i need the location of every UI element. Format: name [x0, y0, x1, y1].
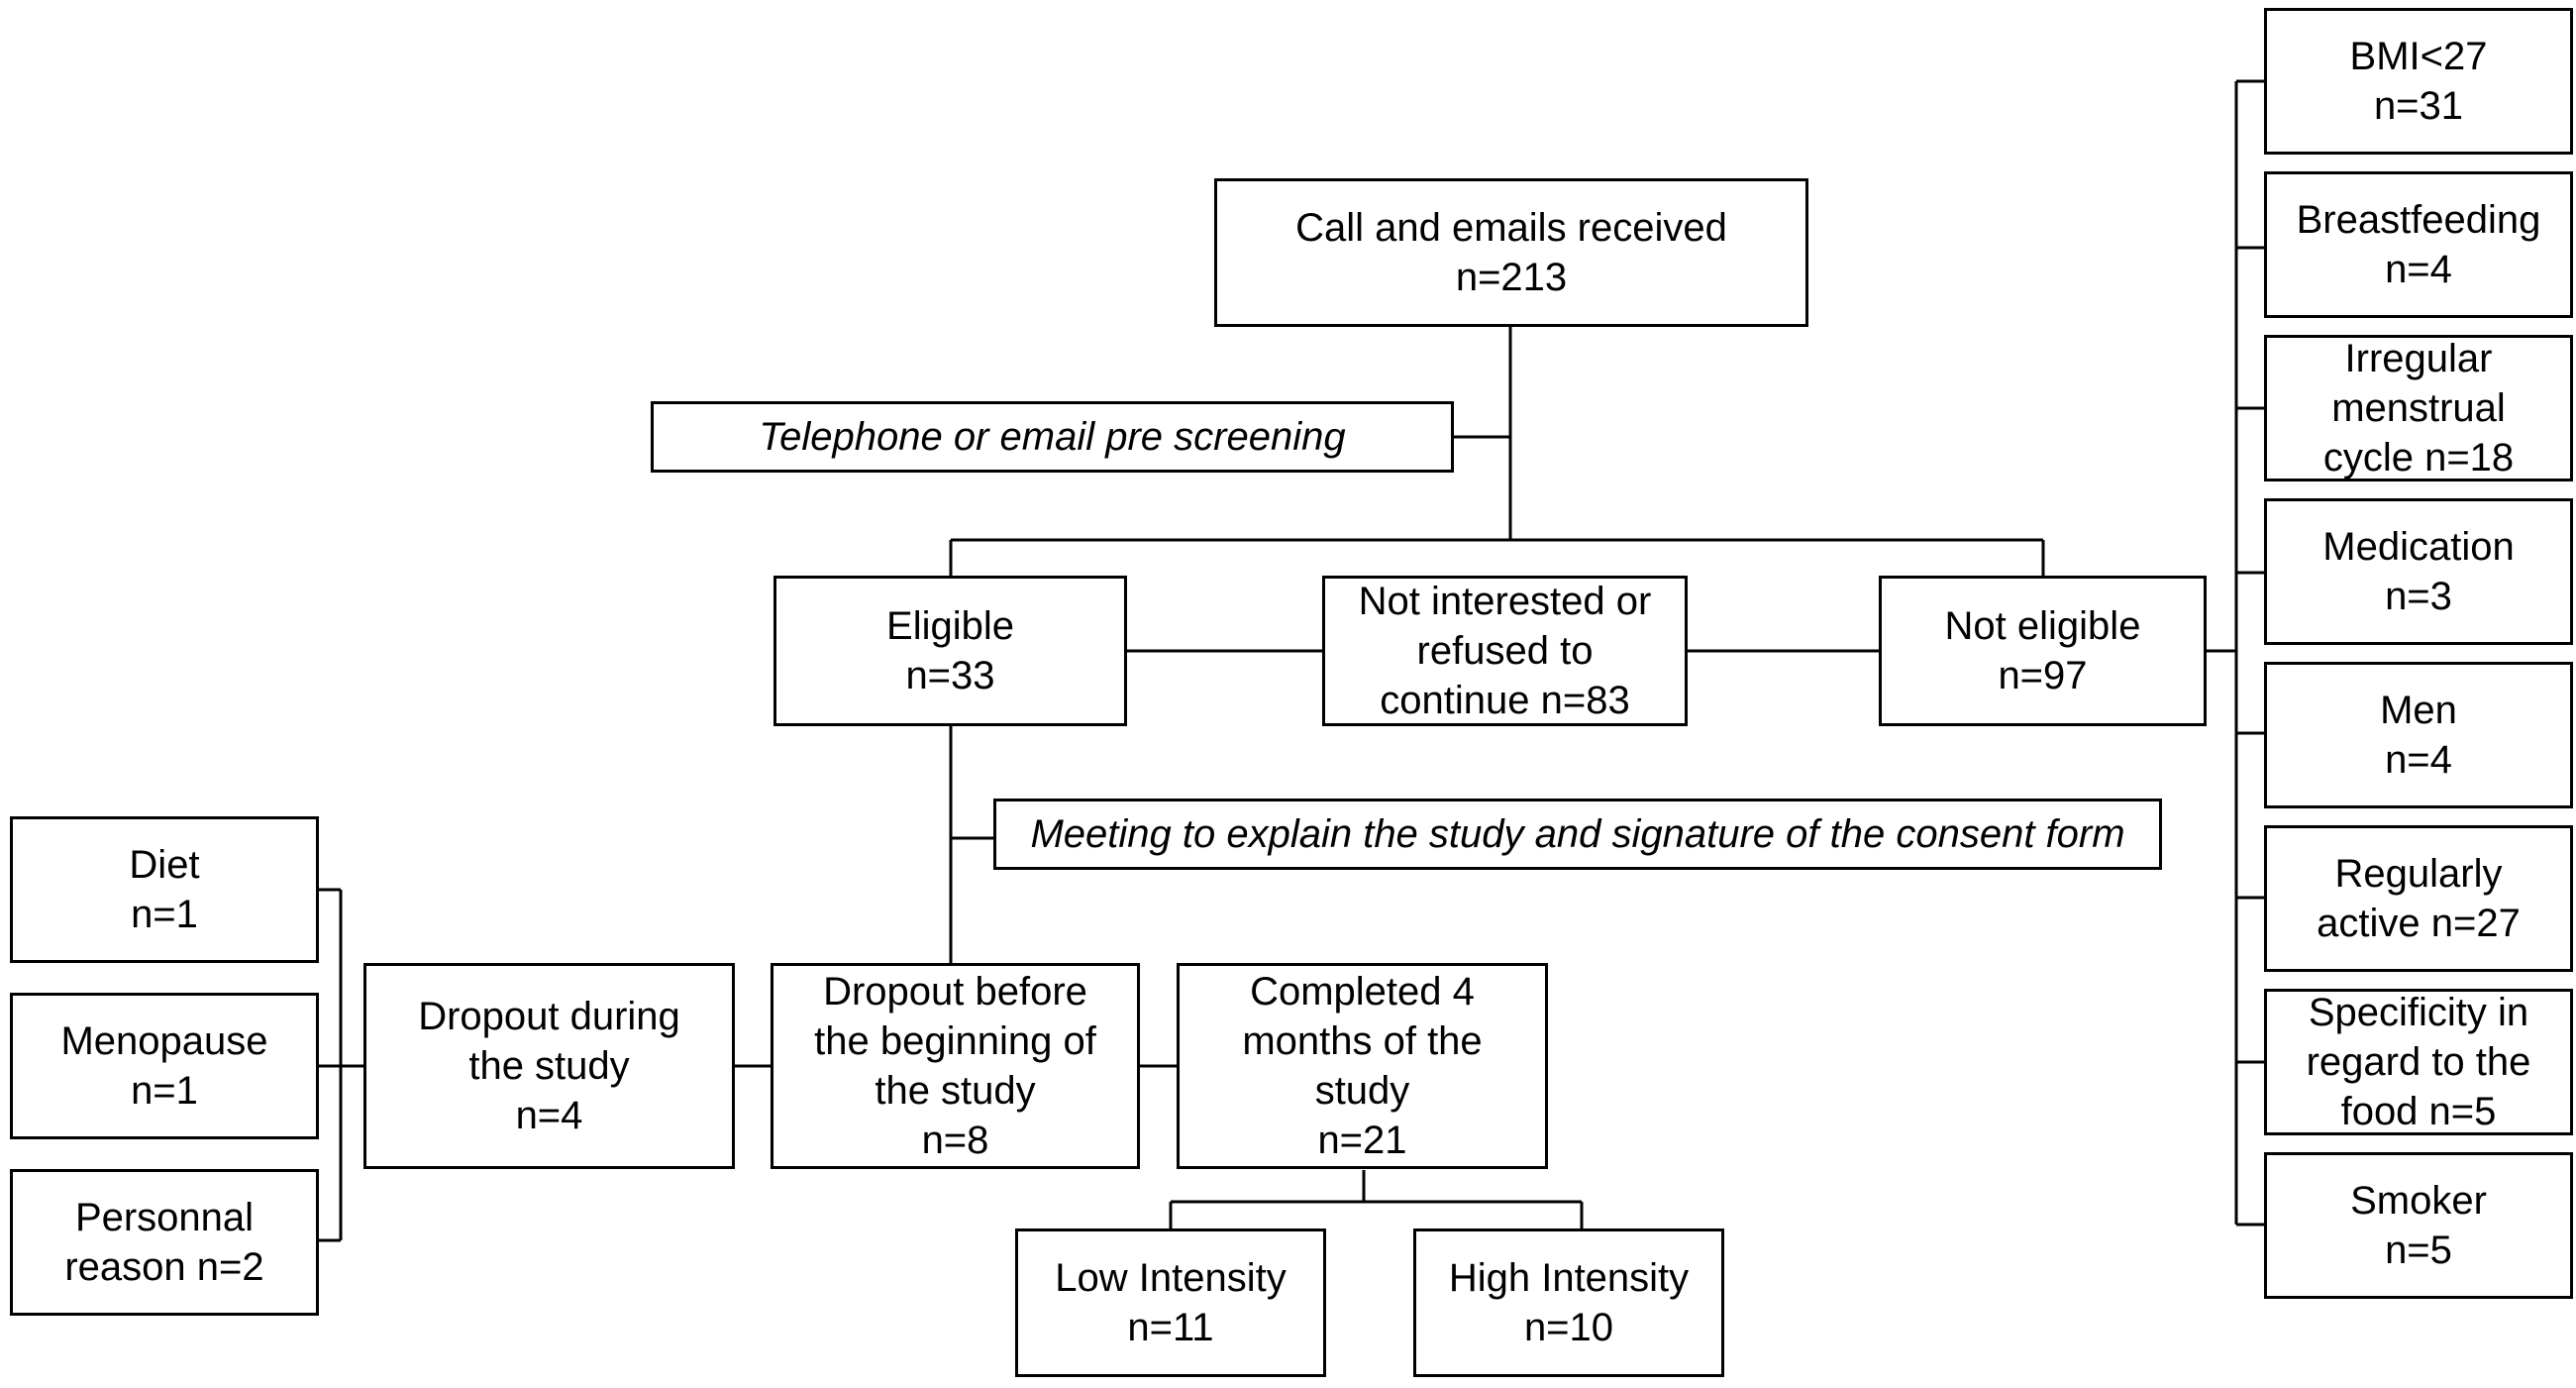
exclusion-label: Irregular: [2344, 337, 2493, 380]
exclusion-bmi-box: BMI<27 n=31: [2264, 8, 2573, 155]
exclusion-label: Regularly: [2334, 852, 2503, 896]
completed-count: n=21: [1317, 1119, 1407, 1162]
exclusion-label: Medication: [2322, 525, 2515, 569]
exclusion-label: regard to the: [2306, 1040, 2531, 1084]
exclusion-count: cycle n=18: [2322, 436, 2515, 480]
low-intensity-label: Low Intensity: [1055, 1256, 1287, 1300]
exclusion-count: n=31: [2373, 84, 2464, 128]
exclusion-medication-box: Medication n=3: [2264, 498, 2573, 645]
high-intensity-label: High Intensity: [1448, 1256, 1690, 1300]
meeting-consent-label: Meeting to explain the study and signatu…: [1030, 812, 2125, 856]
exclusion-count: n=4: [2385, 738, 2452, 782]
exclusion-label: menstrual: [2331, 386, 2506, 430]
not-interested-box: Not interested or refused to continue n=…: [1322, 576, 1688, 726]
dropout-reason-menopause-box: Menopause n=1: [10, 993, 319, 1139]
dropout-reason-label: Menopause: [60, 1019, 268, 1063]
dropout-before-count: n=8: [921, 1119, 989, 1162]
exclusion-smoker-box: Smoker n=5: [2264, 1152, 2573, 1299]
calls-emails-label: Call and emails received: [1295, 206, 1727, 250]
exclusion-breastfeeding-box: Breastfeeding n=4: [2264, 171, 2573, 318]
not-eligible-label: Not eligible: [1944, 604, 2141, 648]
completed-line3: study: [1314, 1069, 1410, 1113]
not-eligible-box: Not eligible n=97: [1879, 576, 2207, 726]
dropout-before-box: Dropout before the beginning of the stud…: [771, 963, 1140, 1169]
dropout-reason-diet-box: Diet n=1: [10, 816, 319, 963]
exclusion-men-box: Men n=4: [2264, 662, 2573, 808]
dropout-reason-count: n=1: [131, 893, 198, 936]
not-interested-line2: refused to: [1416, 629, 1594, 673]
eligible-label: Eligible: [886, 604, 1014, 648]
dropout-reason-label: Diet: [129, 843, 200, 887]
exclusion-count: n=3: [2385, 575, 2452, 618]
eligible-count: n=33: [905, 654, 995, 697]
dropout-reason-count: reason n=2: [64, 1245, 264, 1289]
exclusion-label: Smoker: [2350, 1179, 2487, 1223]
dropout-during-line1: Dropout during: [418, 995, 680, 1038]
high-intensity-box: High Intensity n=10: [1413, 1228, 1724, 1377]
exclusion-count: n=5: [2385, 1228, 2452, 1272]
not-eligible-count: n=97: [1998, 654, 2088, 697]
exclusion-label: Specificity in: [2308, 991, 2529, 1034]
prescreening-box: Telephone or email pre screening: [651, 401, 1454, 473]
not-interested-line3: continue n=83: [1380, 679, 1630, 722]
dropout-reason-personal-box: Personnal reason n=2: [10, 1169, 319, 1316]
completed-line1: Completed 4: [1250, 970, 1475, 1014]
low-intensity-box: Low Intensity n=11: [1015, 1228, 1326, 1377]
dropout-before-line1: Dropout before: [823, 970, 1087, 1014]
meeting-consent-box: Meeting to explain the study and signatu…: [993, 799, 2162, 870]
dropout-reason-count: n=1: [131, 1069, 198, 1113]
completed-study-box: Completed 4 months of the study n=21: [1177, 963, 1548, 1169]
not-interested-line1: Not interested or: [1358, 580, 1652, 623]
exclusion-count: n=4: [2385, 248, 2452, 291]
exclusion-count: food n=5: [2340, 1090, 2497, 1133]
dropout-during-line2: the study: [468, 1044, 630, 1088]
exclusion-label: BMI<27: [2349, 35, 2488, 78]
prescreening-label: Telephone or email pre screening: [759, 415, 1346, 459]
exclusion-food-specificity-box: Specificity in regard to the food n=5: [2264, 989, 2573, 1135]
dropout-before-line3: the study: [875, 1069, 1036, 1113]
exclusion-label: Breastfeeding: [2296, 198, 2541, 242]
dropout-reason-label: Personnal: [74, 1196, 255, 1239]
low-intensity-count: n=11: [1127, 1306, 1214, 1349]
exclusion-regularly-active-box: Regularly active n=27: [2264, 825, 2573, 972]
completed-line2: months of the: [1242, 1019, 1483, 1063]
exclusion-label: Men: [2380, 689, 2457, 732]
dropout-during-box: Dropout during the study n=4: [363, 963, 735, 1169]
high-intensity-count: n=10: [1523, 1306, 1614, 1349]
exclusion-irregular-cycle-box: Irregular menstrual cycle n=18: [2264, 335, 2573, 481]
exclusion-count: active n=27: [2317, 902, 2521, 945]
dropout-during-count: n=4: [515, 1094, 583, 1137]
dropout-before-line2: the beginning of: [814, 1019, 1096, 1063]
calls-emails-count: n=213: [1455, 256, 1568, 299]
calls-emails-received-box: Call and emails received n=213: [1214, 178, 1808, 327]
eligible-box: Eligible n=33: [773, 576, 1127, 726]
